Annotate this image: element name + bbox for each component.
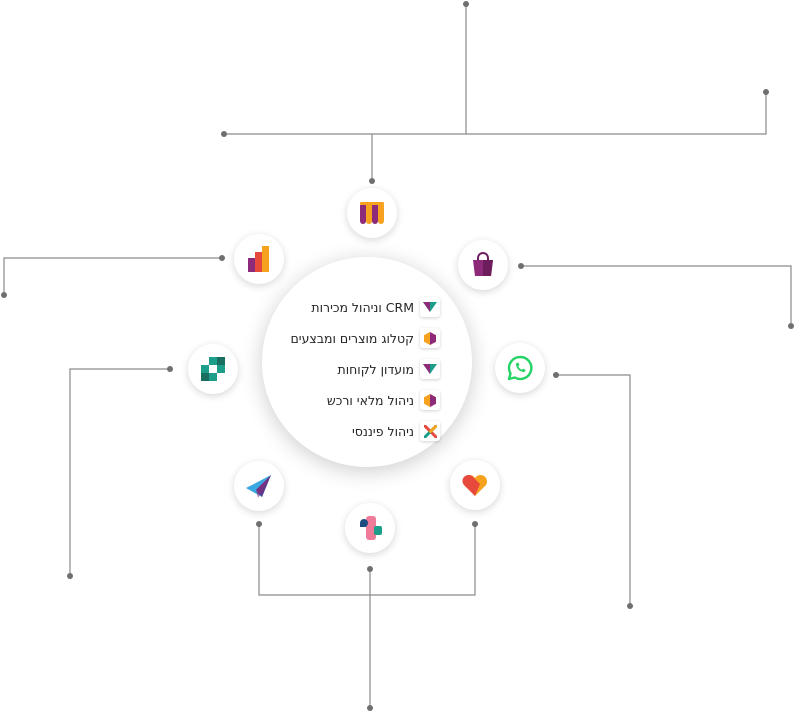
- shopping-bag-icon: [473, 252, 493, 276]
- medical-cross-icon: [201, 357, 225, 381]
- feature-item-inventory[interactable]: ניהול מלאי ורכש: [291, 390, 440, 410]
- connector-dot: [167, 366, 173, 372]
- finance-x-icon: [423, 424, 437, 438]
- feature-list: CRM וניהול מכירות קטלוג מוצרים ומבצעים מ…: [290, 297, 440, 452]
- medical-cross-app-node[interactable]: [188, 344, 238, 394]
- feature-label: CRM וניהול מכירות: [311, 299, 414, 315]
- feature-label: ניהול פיננסי: [352, 423, 414, 439]
- crm-v-icon: [423, 302, 437, 312]
- feature-item-club[interactable]: מועדון לקוחות: [291, 359, 440, 379]
- whatsapp-icon: [507, 355, 533, 381]
- connector-dot: [369, 178, 375, 184]
- heart-app-node[interactable]: [450, 460, 500, 510]
- club-v-icon: [423, 364, 437, 374]
- feature-label: ניהול מלאי ורכש: [326, 392, 414, 408]
- connector-dot: [67, 573, 73, 579]
- connector-dot: [763, 89, 769, 95]
- storefront-icon: [360, 202, 384, 224]
- chat-shapes-app-node[interactable]: [345, 503, 395, 553]
- inventory-hexagon-icon: [424, 393, 436, 407]
- connector-dot: [518, 263, 524, 269]
- feature-item-catalog[interactable]: קטלוג מוצרים ומבצעים: [290, 328, 440, 348]
- feature-item-finance[interactable]: ניהול פיננסי: [291, 421, 440, 441]
- chat-shapes-icon: [360, 516, 382, 540]
- connector-dot: [463, 1, 469, 7]
- connector-dot: [788, 323, 794, 329]
- connector-dot: [221, 131, 227, 137]
- catalog-hexagon-icon: [424, 331, 436, 345]
- paper-plane-icon: [246, 475, 271, 498]
- shopping-bag-app-node[interactable]: [458, 240, 508, 290]
- feature-label: מועדון לקוחות: [337, 361, 415, 377]
- whatsapp-app-node[interactable]: [495, 343, 545, 393]
- paper-plane-app-node[interactable]: [234, 461, 284, 511]
- central-hub: CRM וניהול מכירות קטלוג מוצרים ומבצעים מ…: [262, 257, 472, 467]
- connector-dot: [256, 521, 262, 527]
- storefront-app-node[interactable]: [347, 188, 397, 238]
- connector-dot: [1, 292, 7, 298]
- bar-chart-icon: [248, 246, 269, 272]
- connector-dot: [472, 521, 478, 527]
- connector-dot: [219, 255, 225, 261]
- connector-dot: [553, 372, 559, 378]
- heart-icon: [462, 474, 488, 496]
- connector-dot: [627, 603, 633, 609]
- feature-item-crm[interactable]: CRM וניהול מכירות: [291, 297, 440, 317]
- connector-dot: [367, 705, 373, 711]
- feature-label: קטלוג מוצרים ומבצעים: [290, 330, 415, 346]
- connector-dot: [367, 566, 373, 572]
- bar-chart-app-node[interactable]: [234, 234, 284, 284]
